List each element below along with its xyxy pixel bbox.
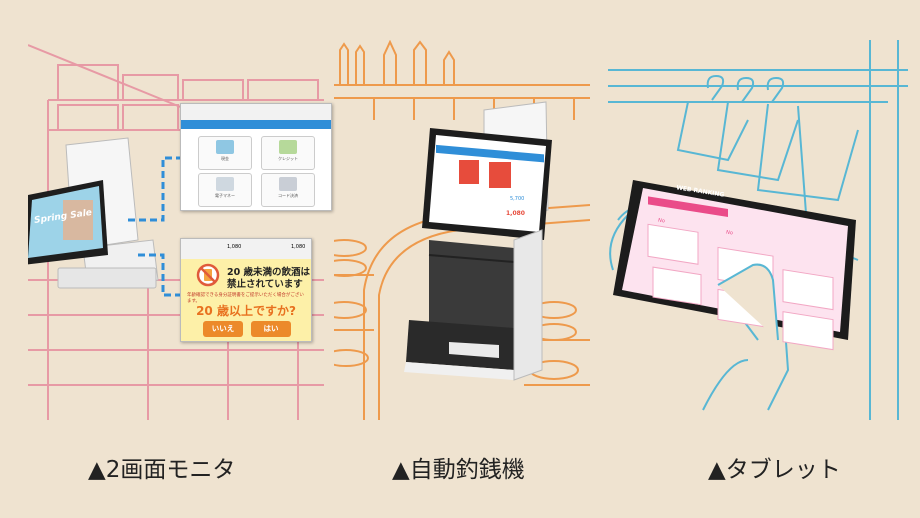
tile-code-payment[interactable]: コード決済 <box>261 173 315 207</box>
yes-button[interactable]: はい <box>251 321 291 337</box>
screen-header: 1,080 1,080 <box>181 239 311 260</box>
clothing-rack-illustration <box>608 40 908 420</box>
warning-line-2: 禁止されています <box>227 279 303 290</box>
id-notice: 年齢確認できる身分証明書をご提示いただく場合がございます。 <box>187 293 304 304</box>
screen-title-bar <box>181 120 331 129</box>
panel-dual-monitor: Spring Sale 現金 クレジット 電子マネー コード決済 1,080 1… <box>28 40 332 420</box>
tablet-rank-label: No <box>657 217 666 225</box>
payment-menu-screen: 現金 クレジット 電子マネー コード決済 <box>180 103 332 211</box>
pos-terminal <box>28 137 159 289</box>
cash-icon <box>216 140 234 154</box>
pos-amount: 5,700 <box>510 196 525 202</box>
tile-credit[interactable]: クレジット <box>261 136 315 170</box>
no-button[interactable]: いいえ <box>203 321 243 337</box>
tile-emoney[interactable]: 電子マネー <box>198 173 252 207</box>
age-confirm-screen: 1,080 1,080 20 歳未満の飲酒は 禁止されています 年齢確認できる身… <box>180 238 312 342</box>
age-question: 20 歳以上ですか? <box>196 304 296 318</box>
amount-readout: 1,080 <box>227 244 242 250</box>
caption-dual-monitor: ▲2画面モニタ <box>88 457 236 483</box>
warning-line-1: 20 歳未満の飲酒は <box>227 267 311 278</box>
credit-card-icon <box>279 140 297 154</box>
panel-tablet: WEB RANKING No No <box>608 40 908 420</box>
tablet-rank-label: No <box>725 229 734 237</box>
screen-header <box>181 104 331 121</box>
panel-change-machine: 1,080 5,700 <box>334 40 590 420</box>
qr-code-icon <box>279 177 297 191</box>
caption-tablet: ▲タブレット <box>708 457 841 483</box>
warning-area: 20 歳未満の飲酒は 禁止されています 年齢確認できる身分証明書をご提示いただく… <box>181 259 311 341</box>
pos-total: 1,080 <box>506 210 525 217</box>
no-alcohol-icon <box>196 263 220 287</box>
caption-change-machine: ▲自動釣銭機 <box>392 457 525 483</box>
store-shelf-illustration <box>28 44 324 420</box>
tile-label: 電子マネー <box>215 193 235 198</box>
tile-label: コード決済 <box>278 193 298 198</box>
tile-label: クレジット <box>278 156 298 161</box>
amount-readout: 1,080 <box>291 244 306 250</box>
tile-cash[interactable]: 現金 <box>198 136 252 170</box>
tile-label: 現金 <box>221 156 229 161</box>
emoney-icon <box>216 177 234 191</box>
change-machine-illustration <box>334 40 590 420</box>
